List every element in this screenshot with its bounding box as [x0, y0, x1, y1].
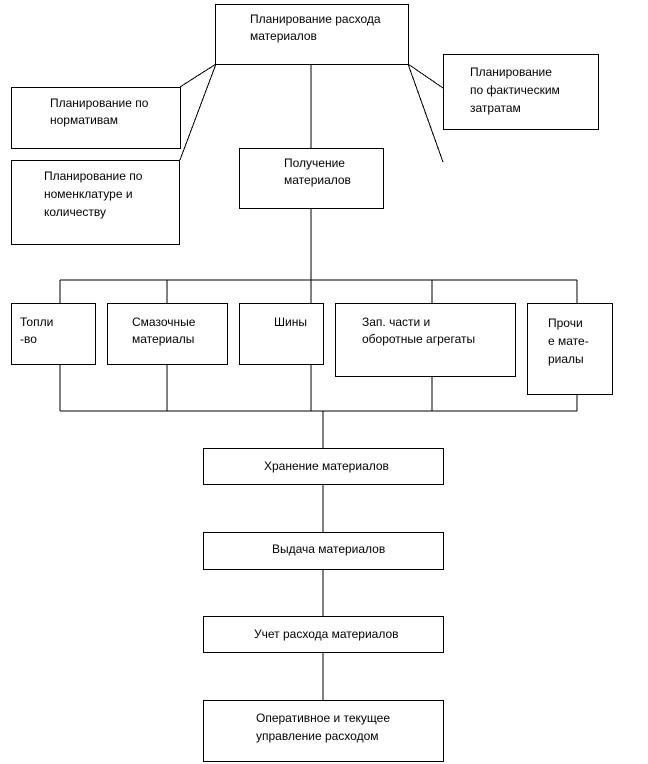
box-planning-norms: Планирование по нормативам [11, 87, 181, 149]
box-planning-nomenclature: Планирование по номенклатуре и количеств… [11, 160, 180, 245]
box-planning-root: Планирование расхода материалов [215, 4, 409, 65]
box-planning-actual: Планирование по фактическим затратам [443, 54, 599, 130]
box-tires: Шины [239, 303, 324, 365]
line-root-open [407, 63, 444, 163]
box-fuel: Топли -во [11, 303, 96, 365]
box-management: Оперативное и текущее управление расходо… [203, 700, 444, 762]
line-root-actual [407, 63, 444, 89]
box-issue: Выдача материалов [203, 532, 444, 570]
line-root-nomenclature [179, 63, 217, 161]
box-spare-parts: Зап. части и оборотные агрегаты [335, 303, 516, 377]
box-accounting: Учет расхода материалов [203, 616, 444, 653]
box-storage: Хранение материалов [203, 448, 444, 485]
box-receiving: Получение материалов [239, 148, 384, 209]
box-lubricants: Смазочные материалы [107, 303, 228, 365]
box-other: Прочи е мате- риалы [527, 303, 613, 395]
line-root-norms [179, 63, 217, 88]
